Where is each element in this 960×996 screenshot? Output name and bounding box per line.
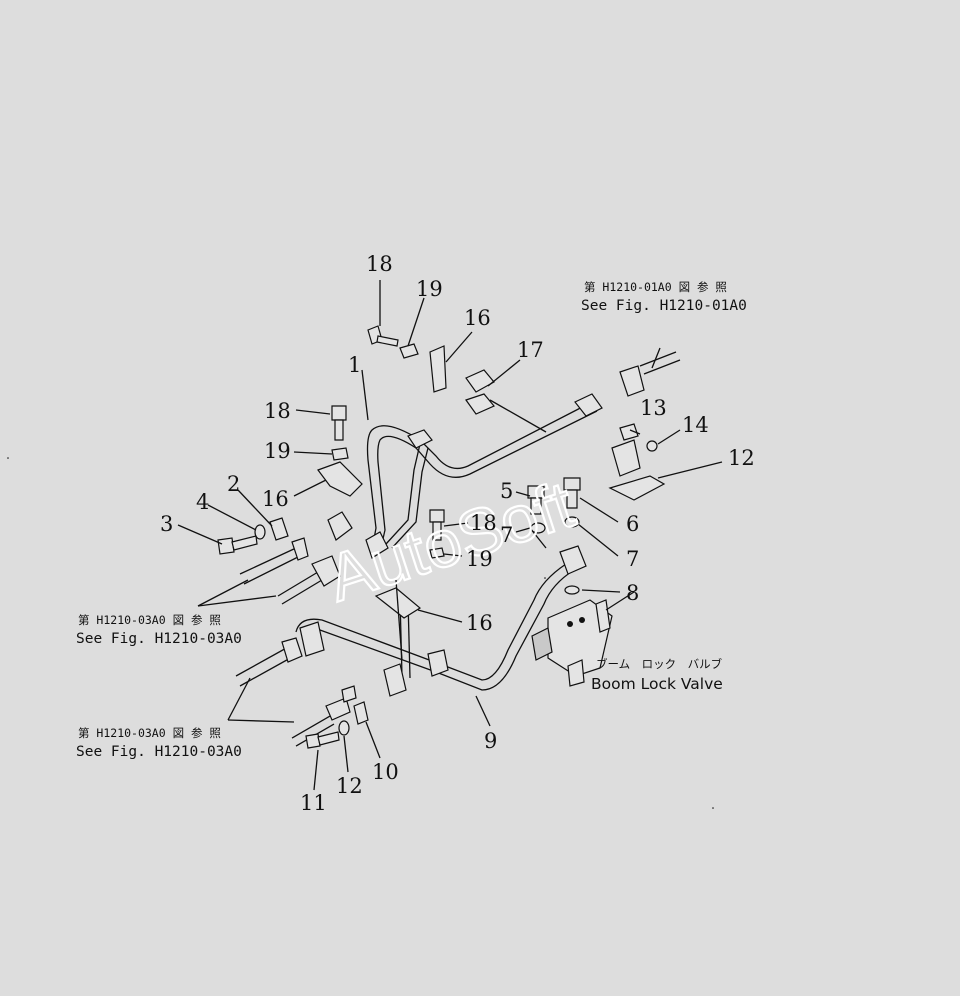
callout-18-top: 18: [366, 252, 393, 276]
callout-19-top: 19: [416, 277, 443, 301]
watermark: AutoSoft: [319, 467, 583, 616]
callout-12: 12: [336, 774, 363, 798]
reference-middle-left-en: See Fig. H1210-03A0: [76, 631, 242, 647]
callout-11: 11: [300, 791, 327, 815]
reference-middle-left: 第 H1210-03A0 図 参 照 See Fig. H1210-03A0: [76, 613, 242, 647]
bracket-assembly: [608, 351, 681, 501]
fittings-lower: [305, 701, 369, 749]
callout-3: 3: [160, 512, 173, 536]
lower-pipe-left-flanges: [235, 621, 407, 747]
callout-13: 12: [728, 446, 755, 470]
upper-pipe-left-flanges: [239, 511, 389, 605]
callout-18-mid: 18: [264, 399, 291, 423]
valve-label-jp: ブーム ロック バルブ: [596, 657, 723, 671]
reference-bottom-left-jp: 第 H1210-03A0 図 参 照: [78, 726, 221, 740]
reference-bottom-left-en: See Fig. H1210-03A0: [76, 744, 242, 760]
callout-2: 2: [227, 472, 240, 496]
callout-15: 14: [682, 413, 709, 437]
reference-bottom-left: 第 H1210-03A0 図 参 照 See Fig. H1210-03A0: [76, 726, 242, 760]
part-callouts: 18 19 16 17 1 18 19 16 2 4 3 5 6 7 7 8 1…: [160, 252, 755, 815]
leader-lines: [177, 280, 723, 791]
callout-19-mid: 19: [264, 439, 291, 463]
valve-label: ブーム ロック バルブ Boom Lock Valve: [591, 657, 723, 693]
reference-top-right-jp: 第 H1210-01A0 図 参 照: [584, 280, 727, 294]
callout-19-lower: 19: [466, 547, 493, 571]
callout-16-top: 16: [464, 306, 491, 330]
callout-16-lower: 16: [466, 611, 493, 635]
callout-17: 17: [517, 338, 544, 362]
callout-5: 5: [500, 479, 513, 503]
boom-lock-valve: [531, 591, 635, 687]
fittings-upper-left: [217, 517, 289, 555]
upper-pipe: [366, 393, 603, 553]
callout-10: 10: [372, 760, 399, 784]
clamps-upper: [317, 345, 547, 497]
callout-9: 9: [484, 729, 497, 753]
callout-1: 1: [348, 353, 361, 377]
reference-top-right: 第 H1210-01A0 図 参 照 See Fig. H1210-01A0: [581, 280, 747, 314]
reference-top-right-en: See Fig. H1210-01A0: [581, 298, 747, 314]
callout-6: 6: [626, 512, 639, 536]
callout-7-right: 7: [626, 547, 639, 571]
bolts-and-plates: [331, 325, 445, 559]
scan-specks: [7, 457, 714, 809]
valve-label-en: Boom Lock Valve: [591, 675, 723, 693]
callout-18-lower: 18: [470, 511, 497, 535]
callout-8: 8: [626, 581, 639, 605]
callout-4: 4: [196, 490, 209, 514]
callout-16-mid: 16: [262, 487, 289, 511]
fittings-center: [527, 477, 581, 595]
callout-14: 13: [640, 396, 667, 420]
reference-middle-left-jp: 第 H1210-03A0 図 参 照: [78, 613, 221, 627]
callout-7-left: 7: [500, 523, 513, 547]
